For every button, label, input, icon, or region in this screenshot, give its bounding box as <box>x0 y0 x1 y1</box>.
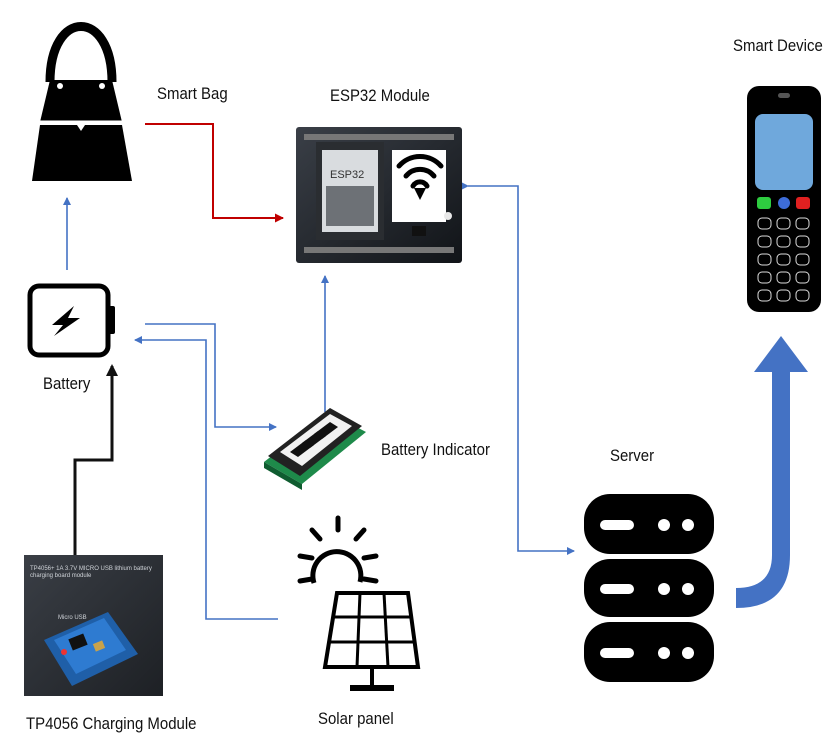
esp32-board-image: ESP32 <box>296 127 462 263</box>
smart-bag-icon <box>32 22 132 181</box>
solar-panel-icon <box>297 515 421 691</box>
server-to-device-arrow <box>736 336 808 608</box>
phone-keypad <box>757 217 810 302</box>
server-icon <box>584 494 714 682</box>
esp32-server-connector <box>461 182 575 555</box>
solar-panel-label: Solar panel <box>318 709 394 728</box>
smart-device-label: Smart Device <box>733 36 823 55</box>
wifi-icon <box>396 154 444 200</box>
smart-device-phone-icon <box>747 86 821 312</box>
charger-to-battery-connector <box>73 364 118 555</box>
esp32-module-label: ESP32 Module <box>330 86 430 105</box>
server-label: Server <box>610 446 655 465</box>
smart-bag-label: Smart Bag <box>157 84 228 103</box>
battery-indicator-label: Battery Indicator <box>381 440 490 459</box>
solar-to-battery-connector <box>134 336 278 620</box>
battery-indicator-image <box>264 408 366 490</box>
battery-to-indicator-connector <box>145 323 277 431</box>
charging-module-photo <box>24 555 163 696</box>
bag-to-esp32-connector <box>145 123 284 223</box>
svg-text:ESP32: ESP32 <box>330 169 364 181</box>
battery-icon <box>27 283 115 358</box>
charging-photo-header-text: TP4056+ 1A 3.7V MICRO USB lithium batter… <box>30 566 152 579</box>
battery-label: Battery <box>43 374 91 393</box>
charging-photo-micro-usb-text: Micro USB <box>58 615 87 621</box>
charging-module-label: TP4056 Charging Module <box>26 714 197 733</box>
